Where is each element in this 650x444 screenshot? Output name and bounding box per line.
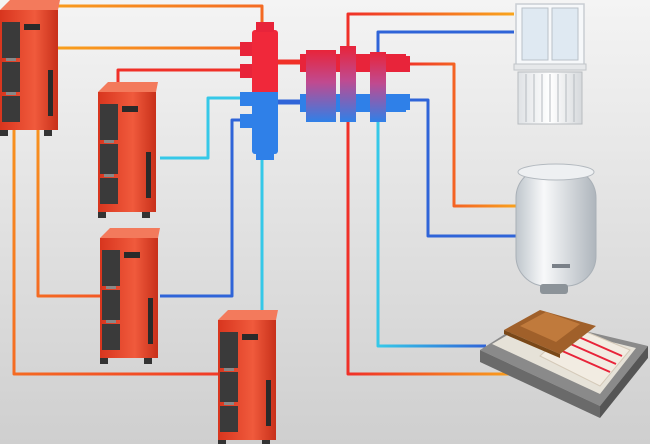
pipe-waterheater-supply	[404, 62, 520, 208]
separator-port-4	[240, 114, 252, 128]
separator-cap-bottom	[256, 152, 274, 160]
pipe-boiler2-return	[160, 118, 244, 298]
floor-heating-icon	[480, 310, 648, 418]
window-icon	[513, 3, 587, 71]
pipe-radiator-return	[376, 30, 514, 58]
boiler-1	[98, 82, 158, 218]
manifold-riser-2	[370, 52, 386, 122]
boiler-3	[218, 310, 278, 444]
distribution-manifold	[300, 46, 410, 122]
water-heater-icon	[515, 163, 597, 294]
separator-cap-top	[256, 22, 274, 32]
pipe-floor-supply	[346, 118, 522, 376]
pipe-boiler1-supply	[116, 68, 244, 86]
boiler-2	[100, 228, 160, 364]
manifold-block-left	[306, 50, 336, 122]
manifold-end-hot	[398, 56, 410, 72]
pipe-floor-return	[376, 118, 486, 348]
manifold-riser-1	[340, 46, 356, 122]
pipe-network	[12, 4, 522, 376]
separator-port-3	[240, 92, 252, 106]
radiator-icon	[517, 71, 583, 125]
pipe-boiler1-return	[160, 96, 244, 160]
separator-port-2	[240, 64, 252, 78]
pipe-boiler2-supply	[36, 46, 244, 298]
separator-port-1	[240, 42, 252, 56]
manifold-end-cold	[398, 94, 410, 110]
hydraulic-separator	[240, 22, 278, 160]
pipe-waterheater-return	[404, 98, 520, 238]
separator-body	[252, 30, 278, 154]
boiler-icon	[0, 0, 60, 136]
pipe-radiator-supply	[346, 12, 514, 60]
